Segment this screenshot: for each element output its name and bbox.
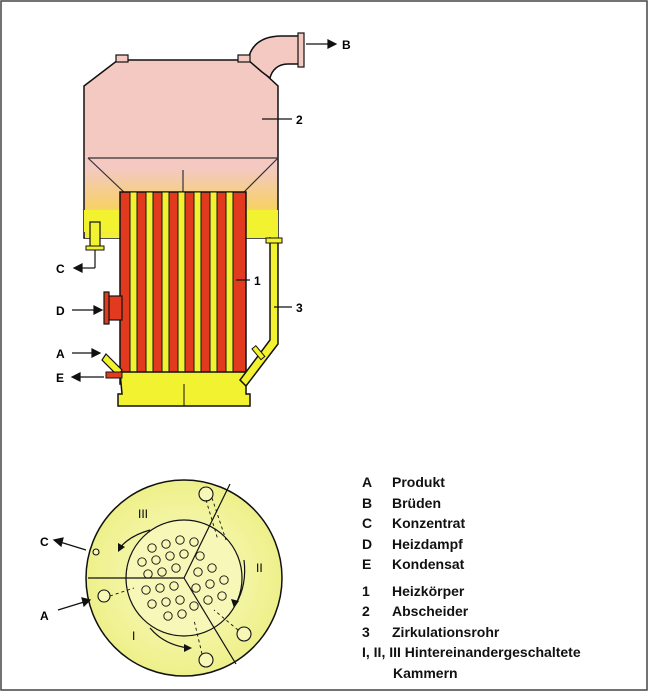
separator-baffle (87, 157, 279, 197)
plan-arrowheads (118, 543, 239, 652)
plan-label-A: A (40, 609, 49, 623)
top-lug-right (237, 54, 251, 63)
plan-label-C: C (40, 535, 49, 549)
label-3: 3 (296, 301, 303, 315)
elevation-leaders (70, 39, 338, 382)
plan-tubes (137, 535, 229, 621)
heating-steam-inlet (107, 295, 123, 321)
vapour-outlet-pipe (247, 35, 301, 80)
plan-dividers (88, 483, 237, 665)
condensate-outlet (105, 371, 123, 379)
legend-item-chambers-cont: Kammern (393, 664, 458, 681)
legend-item-chambers: I, II, III Hintereinandergeschaltete (362, 644, 581, 661)
liquid-shell-right (244, 210, 278, 238)
plan-leaders (52, 537, 92, 611)
circulation-pipe (239, 237, 279, 388)
label-A: A (56, 347, 65, 361)
label-E: E (56, 371, 64, 385)
vapour-outlet-flange (297, 32, 305, 68)
circulation-flange-bottom (251, 345, 266, 361)
plan-ports (92, 486, 252, 668)
heating-steam-flange (103, 291, 110, 325)
concentrate-flange (85, 245, 105, 251)
chamber-III-label: III (138, 507, 148, 521)
heater-tubes (129, 191, 234, 385)
label-B: B (342, 38, 351, 52)
chamber-II-label: II (256, 561, 263, 575)
plan-connections (109, 497, 239, 655)
label-D: D (56, 304, 65, 318)
concentrate-pipe (89, 221, 101, 249)
chamber-I-label: I (132, 629, 135, 643)
circulation-flange-top (265, 237, 283, 244)
label-1: 1 (254, 274, 261, 288)
label-C: C (56, 262, 65, 276)
label-2: 2 (296, 113, 303, 127)
top-lug-left (115, 54, 129, 63)
